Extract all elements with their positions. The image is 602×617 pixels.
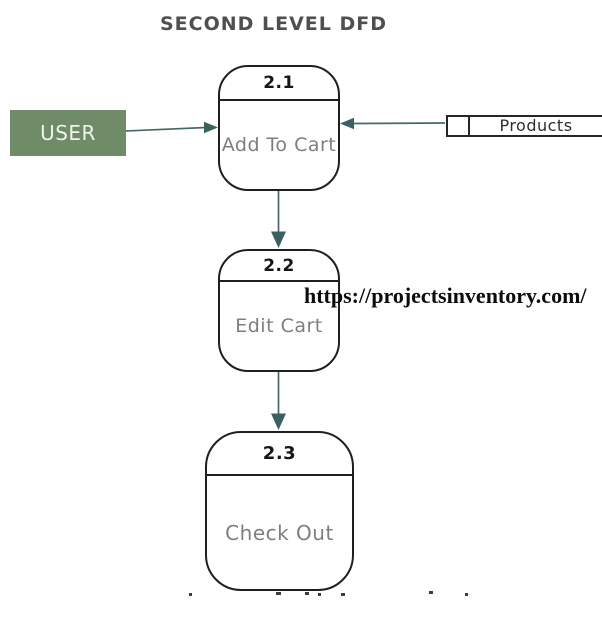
- data-store-products: Products: [446, 115, 602, 137]
- process-add-to-cart-label: Add To Cart: [221, 134, 337, 156]
- process-check-out-label: Check Out: [225, 520, 334, 545]
- arrowhead-right-icon: [204, 121, 218, 134]
- process-edit-cart-number: 2.2: [220, 251, 338, 282]
- process-add-to-cart: 2.1 Add To Cart: [218, 65, 340, 191]
- flow-add-to-cart-to-edit-cart: [271, 191, 286, 248]
- process-check-out-number: 2.3: [207, 433, 352, 476]
- process-edit-cart: 2.2 Edit Cart: [218, 249, 340, 372]
- cut-off-text-mark: [465, 593, 468, 596]
- flow-edit-cart-to-check-out: [271, 372, 286, 430]
- process-edit-cart-label: Edit Cart: [235, 315, 323, 337]
- cut-off-text-mark: [189, 593, 192, 596]
- process-add-to-cart-number: 2.1: [220, 67, 338, 101]
- flow-products-to-add-to-cart: [340, 117, 446, 130]
- data-store-products-label: Products: [499, 116, 573, 135]
- arrowhead-down-icon: [271, 413, 286, 430]
- cut-off-text-mark: [318, 593, 321, 596]
- process-check-out: 2.3 Check Out: [205, 431, 354, 591]
- arrowhead-left-icon: [340, 117, 354, 130]
- external-entity-user-label: USER: [40, 121, 96, 145]
- cut-off-text-mark: [341, 593, 345, 596]
- external-entity-user: USER: [10, 110, 126, 156]
- arrowhead-down-icon: [271, 231, 286, 248]
- cut-off-text-mark: [305, 592, 309, 595]
- cut-off-text-mark: [276, 592, 281, 595]
- watermark-url: https://projectsinventory.com/: [304, 283, 587, 308]
- data-store-id-cell: [448, 117, 470, 135]
- diagram-title: SECOND LEVEL DFD: [159, 13, 388, 35]
- cut-off-text-mark: [429, 591, 433, 594]
- flow-user-to-add-to-cart: [125, 121, 218, 134]
